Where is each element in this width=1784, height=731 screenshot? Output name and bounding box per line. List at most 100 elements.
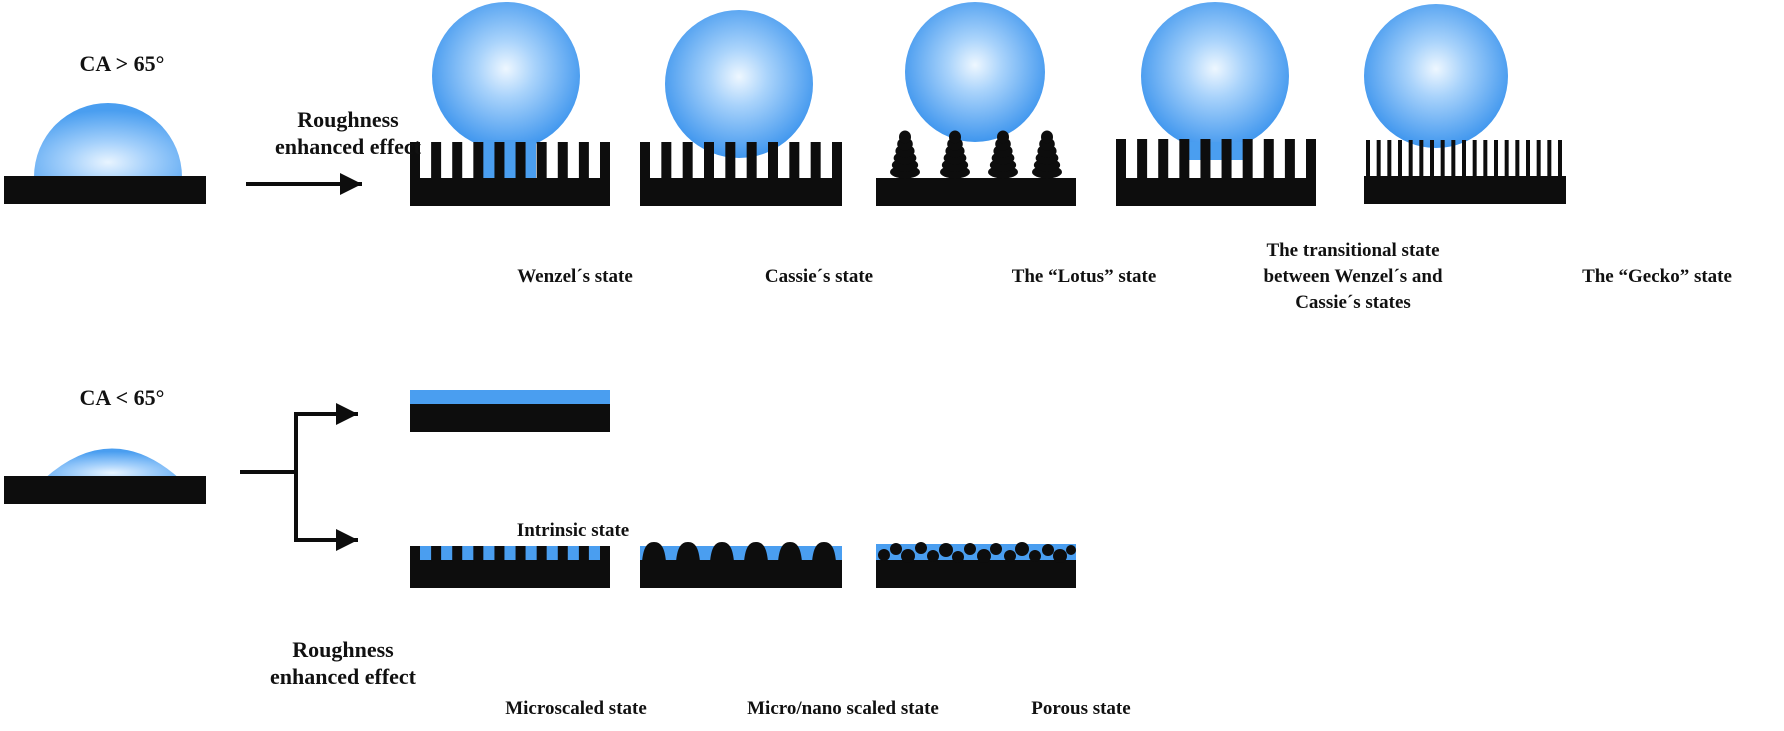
pillar-transition [1263,139,1274,180]
arrow-label-bottom: Roughness enhanced effect [270,636,416,690]
porous-particle [1029,550,1041,562]
lotus-papilla-lobe [949,130,961,144]
micronano-bump [778,542,802,562]
pillar-cassie [704,142,714,180]
lotus-papilla-lobe [1041,130,1053,144]
substrate-base-transition [1116,178,1316,206]
arrow-top-head [340,173,362,195]
pillar-cassie [640,142,650,180]
droplet-wenzel [432,2,580,150]
droplet-high-ca [34,103,182,177]
water-film-intrinsic [410,390,610,405]
gecko-hair [1526,140,1530,178]
substrate-intrinsic [410,404,610,432]
droplet-transition [1141,2,1289,150]
pillar-cassie [746,142,757,180]
porous-particle [1053,549,1067,563]
gecko-hair [1515,140,1520,178]
pillar-microscaled [578,546,589,562]
pillar-cassie [682,142,693,180]
pillar-cassie [661,142,672,180]
state-label-line: The transitional state [1266,240,1440,261]
gecko-hair [1494,140,1498,178]
pillar-transition [1116,139,1126,180]
porous-particle [1015,542,1029,556]
droplet-gecko [1364,4,1508,148]
gecko-hair [1558,140,1562,178]
state-label-lotus: The “Lotus” state [1012,264,1157,290]
porous-particle [878,549,890,561]
state-label-porous: Porous state [1031,696,1130,722]
gecko-hair [1462,140,1466,178]
branch-arrow-down-head [336,529,358,551]
water-film-micronano [640,546,842,561]
pillar-wenzel [452,142,463,180]
flat-substrate-low [4,476,206,504]
lotus-papilla-lobe [997,130,1009,144]
state-label-intrinsic: Intrinsic state [517,518,629,544]
substrate-base-gecko [1364,176,1566,204]
gecko-hair [1408,140,1413,178]
branch-arrow-up-head [336,403,358,425]
state-label-transition: The transitional state between Wenzel´s … [1263,238,1442,316]
condition-low-label: CA < 65° [79,385,165,410]
pillar-transition [1221,139,1232,180]
substrate-base-micronano [640,560,842,588]
substrate-base-lotus [876,178,1076,206]
substrate-base-porous [876,560,1076,588]
gecko-hair [1451,140,1456,178]
state-label-line: between Wenzel´s and [1263,266,1443,287]
gecko-hair [1472,140,1477,178]
pillar-microscaled [600,546,610,562]
substrate-base-wenzel [410,178,610,206]
gecko-hair [1547,140,1552,178]
gecko-hair [1398,140,1402,178]
substrate-layer [4,130,1566,588]
arrow-label-line: enhanced effect [274,134,422,159]
micronano-bump [744,542,768,562]
gecko-hair [1504,140,1509,178]
pillar-transition [1158,139,1169,180]
pillar-wenzel [578,142,589,180]
arrow-label-line: Roughness [292,637,394,662]
state-label-line: The “Gecko” state [1582,266,1732,287]
pillar-transition [1200,139,1211,180]
pillar-cassie [810,142,821,180]
pillar-transition [1242,139,1253,180]
droplet-low-ca [44,448,180,479]
pillar-microscaled [410,546,420,562]
gecko-hair [1536,140,1541,178]
porous-particle [990,543,1002,555]
micronano-bump [676,542,700,562]
porous-particle [890,543,902,555]
substrate-base-microscaled [410,560,610,588]
pillar-wenzel [557,142,568,180]
porous-particle [927,550,939,562]
pillar-microscaled [452,546,463,562]
arrow-label-line: enhanced effect [269,664,417,689]
micronano-bump [710,542,734,562]
porous-particle [1066,545,1076,555]
state-label-wenzel: Wenzel´s state [517,264,633,290]
pillar-cassie [725,142,736,180]
porous-particle [1042,544,1054,556]
gecko-hair [1366,140,1370,178]
state-label-gecko: The “Gecko” state [1582,264,1732,290]
porous-particle [977,549,991,563]
porous-particle [901,549,915,563]
porous-particle [915,542,927,554]
pillar-microscaled [431,546,442,562]
pillar-transition [1306,139,1316,180]
gecko-hair [1376,140,1381,178]
pillar-cassie [768,142,778,180]
pillar-microscaled [536,546,547,562]
state-label-line: Microscaled state [505,698,647,719]
droplet-lotus [905,2,1045,142]
porous-particle [939,543,953,557]
pillar-wenzel [473,142,484,180]
pillar-wenzel [536,142,547,180]
pillar-wenzel [410,142,420,180]
porous-particle [964,543,976,555]
